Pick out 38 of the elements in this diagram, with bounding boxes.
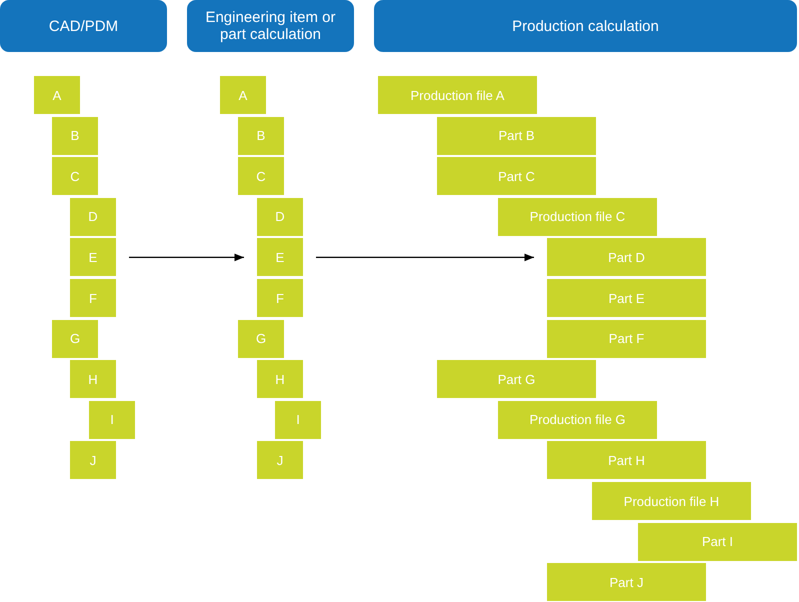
item-box: C: [51, 156, 99, 196]
item-box: Part G: [436, 359, 597, 400]
item-box: Part C: [436, 156, 597, 196]
item-box: Part B: [436, 116, 597, 156]
item-box: G: [51, 318, 99, 359]
item-box: Part J: [546, 562, 707, 602]
item-box: Part F: [546, 318, 707, 359]
item-box: Part I: [637, 522, 798, 562]
item-box: A: [33, 75, 81, 115]
item-box: I: [88, 400, 136, 440]
item-box: F: [69, 278, 117, 318]
item-box: A: [219, 75, 267, 115]
arrow: [316, 254, 534, 262]
item-box: B: [237, 116, 285, 156]
item-box: H: [256, 359, 304, 400]
item-box: D: [256, 196, 304, 237]
item-box: H: [69, 359, 117, 400]
item-box: D: [69, 196, 117, 237]
item-box: J: [256, 440, 304, 480]
arrow: [129, 254, 244, 262]
item-box: Part E: [546, 278, 707, 318]
item-box: G: [237, 318, 285, 359]
item-box: F: [256, 278, 304, 318]
column-header: Production calculation: [374, 0, 797, 52]
item-box: C: [237, 156, 285, 196]
item-box: Production file C: [497, 196, 658, 237]
item-box: I: [274, 400, 322, 440]
item-box: J: [69, 440, 117, 480]
item-box: E: [256, 237, 304, 278]
item-box: B: [51, 116, 99, 156]
item-box: Part H: [546, 440, 707, 480]
column-header: CAD/PDM: [0, 0, 167, 52]
item-box: E: [69, 237, 117, 278]
item-box: Part D: [546, 237, 707, 278]
item-box: Production file A: [377, 75, 538, 115]
item-box: Production file G: [497, 400, 658, 440]
item-box: Production file H: [591, 481, 752, 521]
column-header: Engineering item or part calculation: [187, 0, 354, 52]
